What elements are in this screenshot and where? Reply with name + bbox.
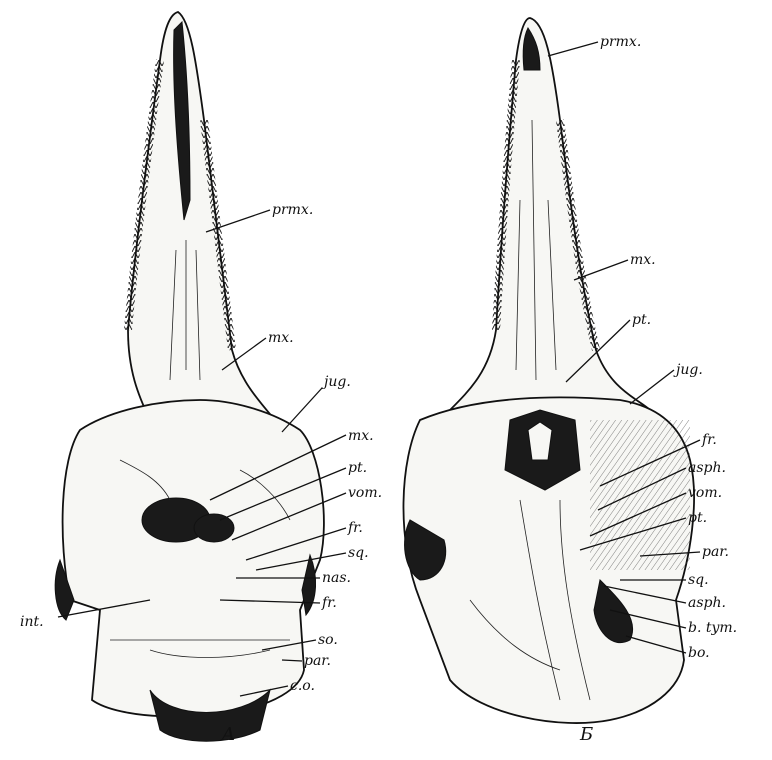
label-a-mx: mx.	[268, 330, 294, 346]
label-b-fr: fr.	[701, 432, 717, 448]
label-b-prmx: prmx.	[600, 34, 641, 50]
skull-a-drawing	[55, 12, 324, 741]
label-a-fr-2: fr.	[321, 595, 337, 611]
label-a-co: c.o.	[290, 678, 315, 694]
label-b-par: par.	[702, 544, 729, 560]
label-a-int: int.	[20, 614, 44, 630]
label-b-mx: mx.	[630, 252, 656, 268]
label-b-pt-2: pt.	[688, 510, 707, 526]
label-a-pt: pt.	[348, 460, 367, 476]
label-a-so: so.	[318, 632, 338, 648]
label-b-bo: bo.	[688, 645, 710, 661]
label-a-mx-2: mx.	[348, 428, 374, 444]
label-b-vom: vom.	[688, 485, 722, 501]
label-b-btym: b. tym.	[688, 620, 737, 636]
label-b-asph: asph.	[688, 460, 726, 476]
label-a-jug: jug.	[321, 374, 351, 390]
label-a-vom: vom.	[348, 485, 382, 501]
label-a-sq: sq.	[348, 545, 369, 561]
label-b-pt: pt.	[632, 312, 651, 328]
label-b-jug: jug.	[673, 362, 703, 378]
label-b-asph-2: asph.	[688, 595, 726, 611]
label-a-fr: fr.	[347, 520, 363, 536]
label-a-par: par.	[304, 653, 331, 669]
label-a-nas: nas.	[322, 570, 351, 586]
caption-a: A	[220, 724, 235, 745]
label-b-sq: sq.	[688, 572, 709, 588]
label-a-prmx: prmx.	[272, 202, 313, 218]
caption-b: Б	[579, 724, 593, 745]
skull-b-drawing	[403, 18, 694, 723]
